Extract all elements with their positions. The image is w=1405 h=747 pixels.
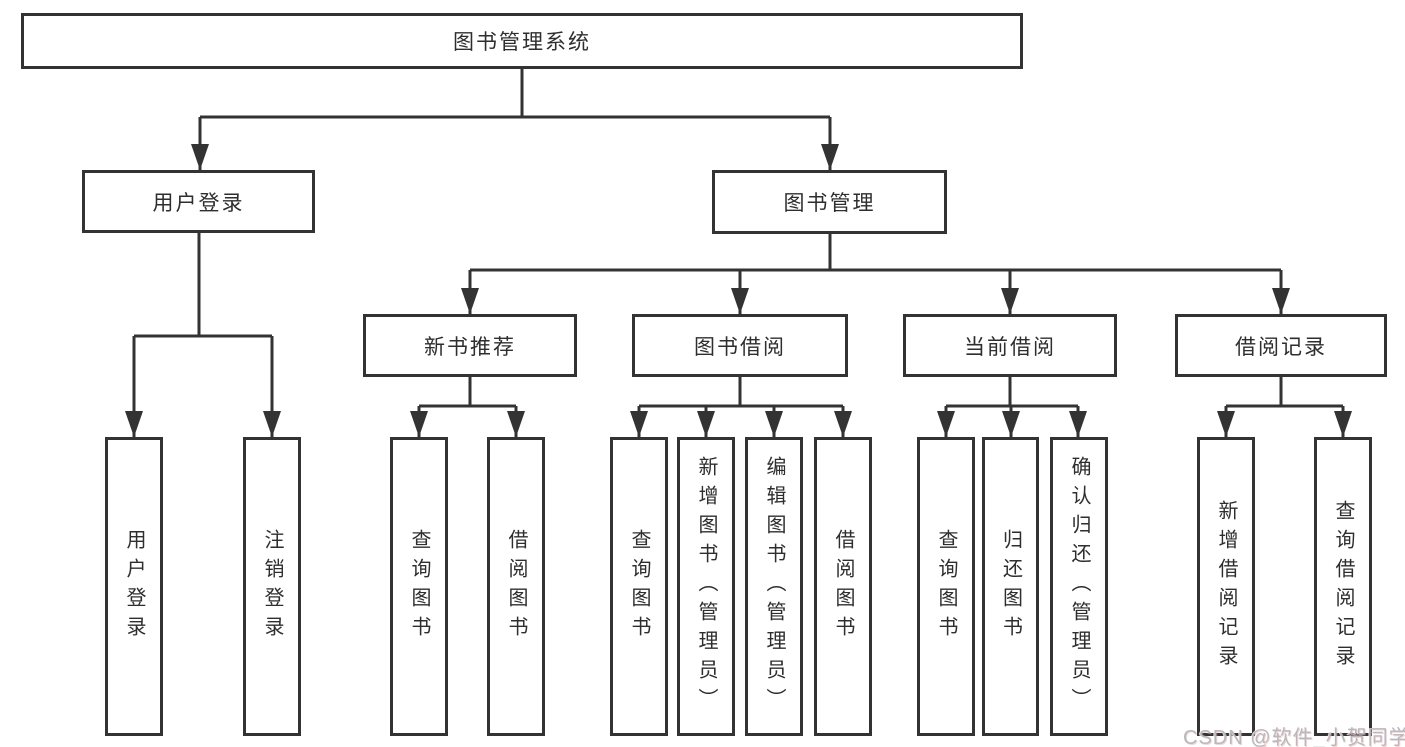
leaf-query-book-borrowing: 查询图书 xyxy=(610,437,668,736)
leaf-logout: 注销登录 xyxy=(243,437,301,736)
node-current-borrowing: 当前借阅 xyxy=(903,314,1117,377)
leaf-edit-book-admin: 编辑图书（管理员） xyxy=(745,437,803,736)
leaf-confirm-return-admin: 确认归还（管理员） xyxy=(1050,437,1108,736)
node-book-management: 图书管理 xyxy=(712,170,947,234)
leaf-add-book-admin: 新增图书（管理员） xyxy=(677,437,735,736)
node-library-management-system: 图书管理系统 xyxy=(21,13,1023,69)
node-borrowing-records: 借阅记录 xyxy=(1175,314,1387,377)
node-new-book-recommend: 新书推荐 xyxy=(363,314,577,377)
leaf-return-book: 归还图书 xyxy=(982,437,1039,736)
node-book-borrowing: 图书借阅 xyxy=(632,314,848,377)
node-user-login: 用户登录 xyxy=(82,170,315,233)
leaf-user-login: 用户登录 xyxy=(105,437,163,736)
leaf-query-book-current: 查询图书 xyxy=(917,437,975,736)
leaf-query-book-recommend: 查询图书 xyxy=(390,437,448,736)
arrowheads xyxy=(125,144,1352,437)
leaf-borrow-book: 借阅图书 xyxy=(814,437,872,736)
leaf-query-borrow-record: 查询借阅记录 xyxy=(1314,437,1372,736)
watermark-text: CSDN @软件_小贺同学 xyxy=(1183,727,1405,747)
leaf-borrow-book-recommend: 借阅图书 xyxy=(487,437,545,736)
leaf-add-borrow-record: 新增借阅记录 xyxy=(1197,437,1255,736)
